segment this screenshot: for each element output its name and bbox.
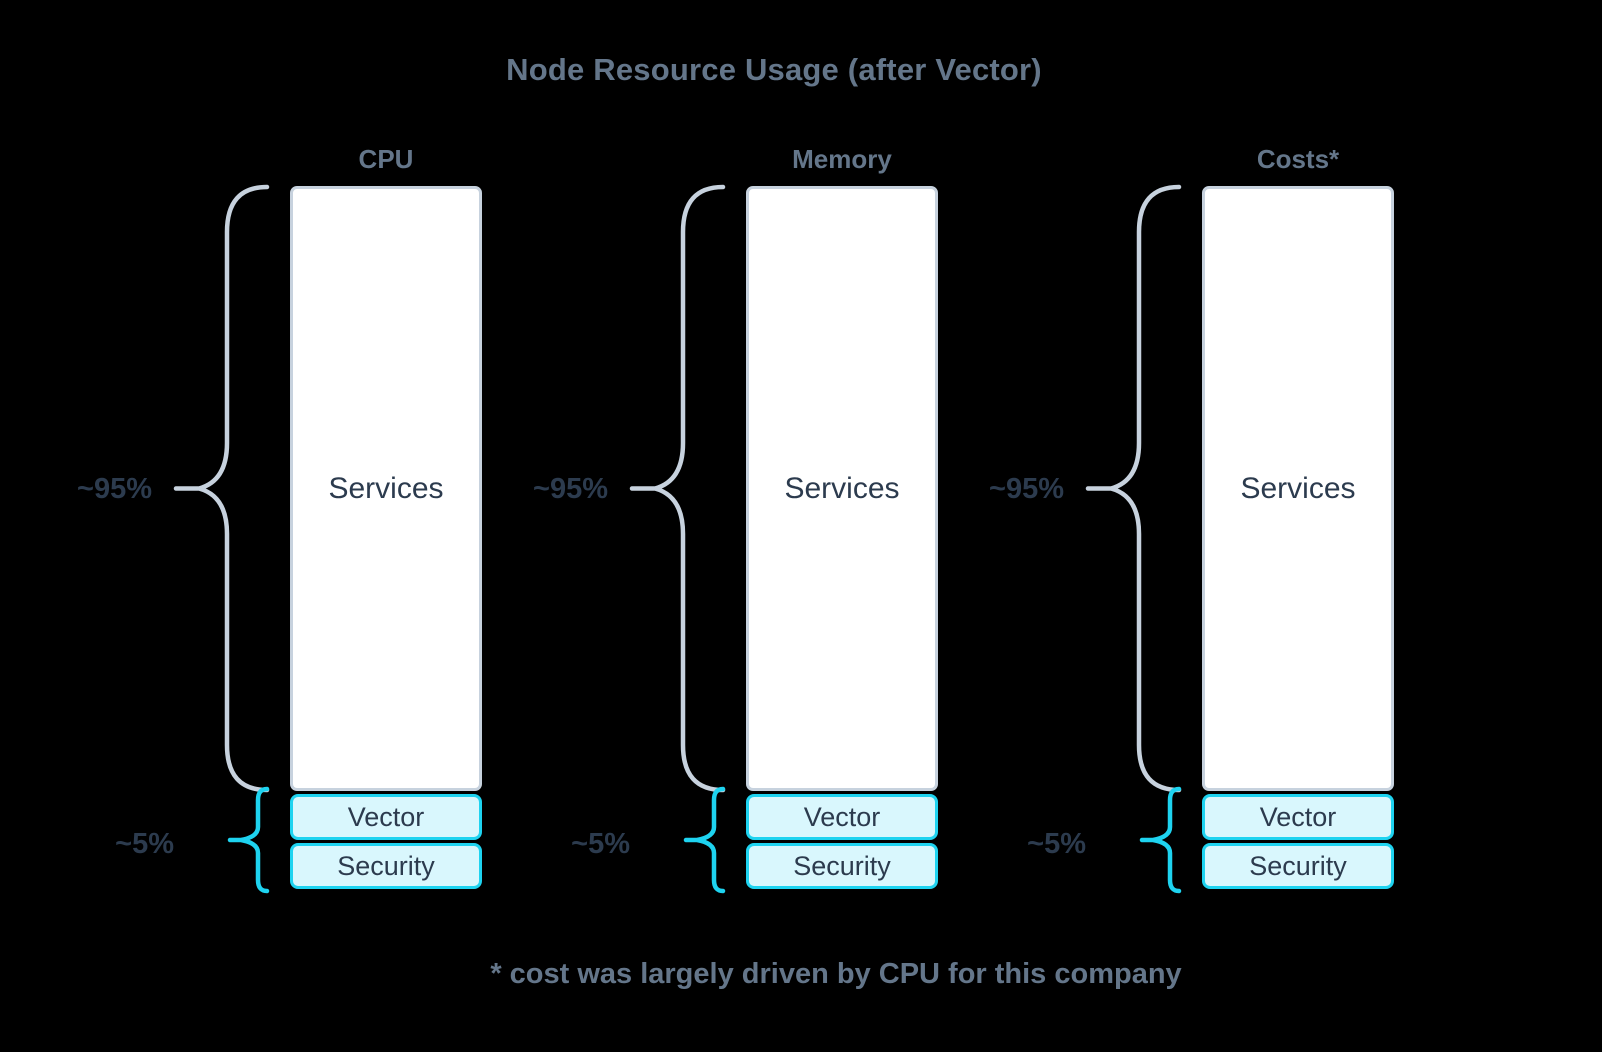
services-segment-label: Services <box>784 471 900 505</box>
column-costs: Costs* ~95% ~5% Services Vector Security <box>942 140 1394 920</box>
vector-segment-label: Vector <box>347 801 425 832</box>
security-segment-label: Security <box>1249 850 1347 881</box>
column-header-cpu: CPU <box>358 144 414 174</box>
chart-title: Node Resource Usage (after Vector) <box>506 52 1042 87</box>
large-brace-icon <box>1085 184 1182 793</box>
column-cpu: CPU ~95% ~5% Services Vector Security <box>30 140 482 920</box>
services-segment: Services <box>1202 186 1394 791</box>
security-segment-label: Security <box>337 850 435 881</box>
services-segment: Services <box>290 186 482 791</box>
large-brace-icon <box>173 184 270 793</box>
chart-footnote: * cost was largely driven by CPU for thi… <box>490 958 1182 990</box>
security-segment: Security <box>746 843 938 889</box>
services-segment: Services <box>746 186 938 791</box>
small-brace-icon <box>227 786 270 894</box>
vector-segment-label: Vector <box>1259 801 1337 832</box>
column-header-memory: Memory <box>792 144 892 174</box>
services-segment-label: Services <box>328 471 444 505</box>
overhead-share-label: ~5% <box>115 828 174 860</box>
large-brace-icon <box>629 184 726 793</box>
security-segment: Security <box>1202 843 1394 889</box>
security-segment: Security <box>290 843 482 889</box>
overhead-share-label: ~5% <box>571 828 630 860</box>
vector-segment-label: Vector <box>803 801 881 832</box>
services-share-label: ~95% <box>989 473 1064 505</box>
overhead-share-label: ~5% <box>1027 828 1086 860</box>
small-brace-icon <box>1139 786 1182 894</box>
services-share-label: ~95% <box>77 473 152 505</box>
column-memory: Memory ~95% ~5% Services Vector Security <box>486 140 938 920</box>
column-header-costs: Costs* <box>1256 144 1340 174</box>
security-segment-label: Security <box>793 850 891 881</box>
small-brace-icon <box>683 786 726 894</box>
services-share-label: ~95% <box>533 473 608 505</box>
vector-segment: Vector <box>746 794 938 840</box>
services-segment-label: Services <box>1240 471 1356 505</box>
vector-segment: Vector <box>1202 794 1394 840</box>
vector-segment: Vector <box>290 794 482 840</box>
